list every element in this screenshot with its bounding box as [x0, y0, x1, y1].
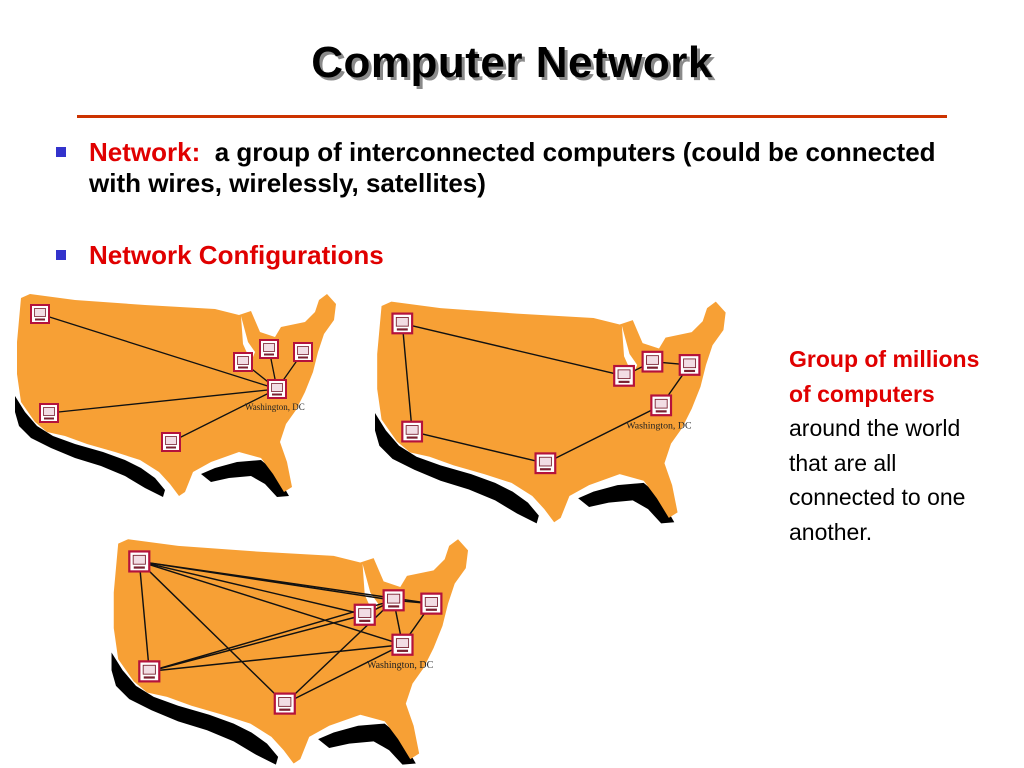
- computer-icon-sw: [39, 403, 59, 423]
- sidebar-highlight: Group of millions of computers: [789, 346, 980, 407]
- computer-icon-sw: [138, 660, 161, 683]
- coastline-shadow: [111, 652, 279, 765]
- link-nw-ne1: [139, 560, 365, 616]
- link-sw-nw: [401, 323, 413, 432]
- computer-icon-dc: [650, 394, 673, 417]
- computer-icon-ne2: [259, 339, 279, 359]
- computer-icon-nw: [30, 304, 50, 324]
- term-network: Network:: [89, 137, 201, 167]
- title-divider: [77, 115, 947, 118]
- link-sw-dc: [149, 644, 403, 673]
- computer-icon-nw: [391, 312, 414, 335]
- link-s-dc: [284, 644, 403, 705]
- bullet-network-configurations: Network Configurations: [56, 240, 956, 271]
- label-washington-dc: Washington, DC: [626, 420, 692, 431]
- link-nw-ne1: [402, 322, 625, 377]
- us-mainland-shape: [113, 539, 469, 764]
- computer-icon-ne3: [420, 592, 443, 615]
- computer-icon-ne3: [293, 342, 313, 362]
- computer-icon-s: [534, 452, 557, 475]
- great-lakes-shape: [362, 563, 379, 615]
- computer-icon-ne3: [678, 354, 701, 376]
- computer-icon-ne1: [353, 603, 376, 626]
- computer-icon-dc: [391, 633, 414, 656]
- computer-icon-ne1: [233, 352, 253, 372]
- us-map-ring-network: Washington, DC: [375, 301, 726, 524]
- us-map-mesh-network: Washington, DC: [111, 539, 469, 765]
- bullet-text: Network: a group of interconnected compu…: [89, 137, 956, 199]
- gulf-coast-shadow: [578, 482, 675, 524]
- computer-icon-ne2: [641, 350, 664, 373]
- bullet-marker-icon: [56, 147, 66, 157]
- us-mainland-shape: [17, 294, 336, 496]
- computer-icon-nw: [128, 550, 151, 573]
- computer-icon-dc: [267, 379, 287, 399]
- link-dc-s: [545, 404, 662, 464]
- link-nw-dc: [139, 560, 403, 646]
- computer-icon-ne1: [613, 364, 635, 387]
- label-washington-dc: Washington, DC: [245, 402, 305, 412]
- link-sw-ne2: [149, 599, 394, 673]
- link-nw-sw: [138, 561, 151, 672]
- computer-icon-s: [273, 692, 296, 715]
- link-sw-ne1: [149, 614, 365, 673]
- sidebar-note: Group of millions of computers around th…: [789, 342, 989, 549]
- great-lakes-shape: [621, 325, 638, 376]
- gulf-coast-shadow: [201, 460, 289, 497]
- sidebar-text: around the world that are all connected …: [789, 415, 966, 545]
- computer-icon-ne2: [382, 589, 405, 612]
- term-network-configurations: Network Configurations: [89, 240, 384, 270]
- slide-title: Computer Network: [311, 38, 713, 87]
- us-mainland-shape: [377, 301, 726, 523]
- coastline-shadow: [15, 396, 165, 497]
- us-map-star-network: Washington, DC: [15, 294, 336, 497]
- great-lakes-shape: [241, 316, 255, 362]
- bullet-network-definition: Network: a group of interconnected compu…: [56, 137, 956, 199]
- gulf-coast-shadow: [318, 723, 416, 765]
- definition-text: a group of interconnected computers (cou…: [89, 137, 936, 198]
- link-nw-s: [138, 560, 286, 705]
- link-nw-dc: [39, 313, 278, 390]
- bullet-marker-icon: [56, 250, 66, 260]
- label-washington-dc: Washington, DC: [367, 660, 434, 671]
- link-s-dc: [170, 388, 278, 443]
- link-s-sw: [411, 430, 546, 464]
- coastline-shadow: [375, 413, 539, 524]
- computer-icon-sw: [401, 420, 424, 443]
- computer-icon-s: [161, 432, 181, 452]
- link-sw-dc: [48, 388, 278, 414]
